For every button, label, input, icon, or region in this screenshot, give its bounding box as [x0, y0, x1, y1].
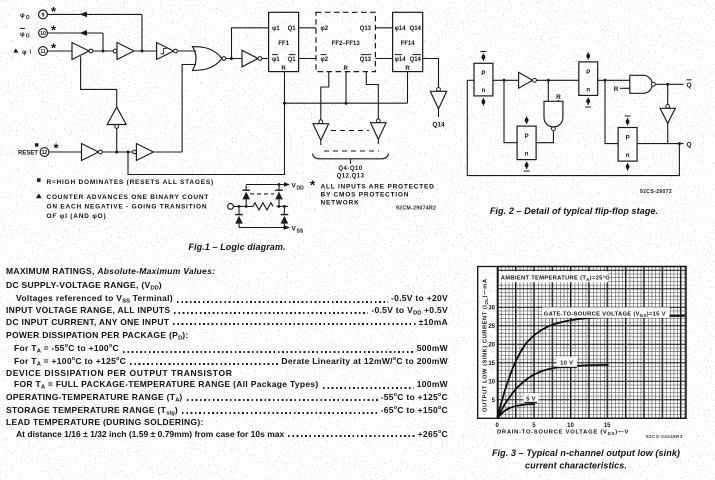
- dotted-leader: [130, 363, 279, 365]
- ratings-line: For TA = +100oC to +125oC Derate Linearit…: [6, 356, 448, 368]
- ratings-value: Derate Linearity at 12mW/oC to 200mW: [281, 355, 448, 366]
- ratings-label: FOR TA = FULL PACKAGE-TEMPERATURE RANGE …: [14, 379, 319, 391]
- ratings-value: -0.5V to VDD +0.5V: [371, 304, 448, 317]
- ratings-label: OPERATING-TEMPERATURE RANGE (TA): [6, 391, 183, 404]
- ratings-label: LEAD TEMPERATURE (DURING SOLDERING):: [6, 416, 204, 427]
- ratings-line: DC INPUT CURRENT, ANY ONE INPUT ±10mA: [6, 317, 448, 327]
- ratings-title: MAXIMUM RATINGS, Absolute-Maximum Values…: [6, 266, 448, 276]
- ratings-label: DC INPUT CURRENT, ANY ONE INPUT: [6, 316, 170, 327]
- dotted-leader: [186, 399, 378, 401]
- ratings-value: -65oC to +150oC: [380, 404, 448, 415]
- dotted-leader: [122, 350, 414, 353]
- ratings-label: DEVICE DISSIPATION PER OUTPUT TRANSISTOR: [6, 367, 233, 378]
- ratings-line: POWER DISSIPATION PER PACKAGE (PD):: [6, 330, 448, 342]
- ratings-label: DC SUPPLY-VOLTAGE RANGE, (VDD): [6, 280, 162, 292]
- ratings-value: -55oC to +125oC: [380, 391, 448, 402]
- ratings-value: -0.5V to +20V: [390, 293, 448, 303]
- ratings-line: DEVICE DISSIPATION PER OUTPUT TRANSISTOR: [6, 368, 448, 378]
- ratings-value: ±10mA: [418, 316, 448, 327]
- dotted-leader: [176, 300, 388, 303]
- dotted-leader: [322, 386, 414, 389]
- ratings-label: STORAGE TEMPERATURE RANGE (Tstg): [6, 404, 178, 417]
- ratings-line: DC SUPPLY-VOLTAGE RANGE, (VDD): [6, 280, 448, 292]
- ratings-title-bold: MAXIMUM RATINGS,: [6, 266, 98, 276]
- ratings-label: POWER DISSIPATION PER PACKAGE (PD):: [6, 329, 189, 342]
- ratings-value: 100mW: [416, 379, 448, 389]
- ratings-line: Voltages referenced to VSS Terminal) -0.5…: [6, 293, 448, 305]
- ratings-label: At distance 1/16 ± 1/32 inch (1.59 ± 0.7…: [16, 428, 285, 439]
- ratings-label: MAXIMUM RATINGS, Absolute-Maximum Values…: [6, 266, 215, 276]
- ratings-label: INPUT VOLTAGE RANGE, ALL INPUTS: [6, 304, 171, 315]
- ratings-line: LEAD TEMPERATURE (DURING SOLDERING):: [6, 417, 448, 427]
- dotted-leader: [181, 412, 378, 414]
- ratings-line: INPUT VOLTAGE RANGE, ALL INPUTS -0.5V to …: [6, 305, 448, 317]
- ratings-line: STORAGE TEMPERATURE RANGE (Tstg) -65oC to…: [6, 405, 448, 417]
- dotted-leader: [174, 312, 369, 314]
- ratings-value: +265oC: [417, 428, 448, 439]
- ratings-label: For TA = +100oC to +125oC: [14, 355, 127, 368]
- dotted-leader: [288, 434, 415, 437]
- ratings-line: For TA = -55oC to +100oC 500mW: [6, 343, 448, 355]
- ratings-label: Voltages referenced to VSS Terminal): [16, 293, 173, 305]
- ratings-value: 500mW: [416, 343, 448, 353]
- ratings-line: OPERATING-TEMPERATURE RANGE (TA) -55oC to…: [6, 392, 448, 404]
- ratings-label: For TA = -55oC to +100oC: [14, 343, 119, 355]
- ratings-line: At distance 1/16 ± 1/32 inch (1.59 ± 0.7…: [6, 429, 448, 439]
- ratings-title-italic: Absolute-Maximum Values:: [97, 266, 216, 276]
- ratings-line: FOR TA = FULL PACKAGE-TEMPERATURE RANGE …: [6, 379, 448, 391]
- dotted-leader: [173, 322, 416, 325]
